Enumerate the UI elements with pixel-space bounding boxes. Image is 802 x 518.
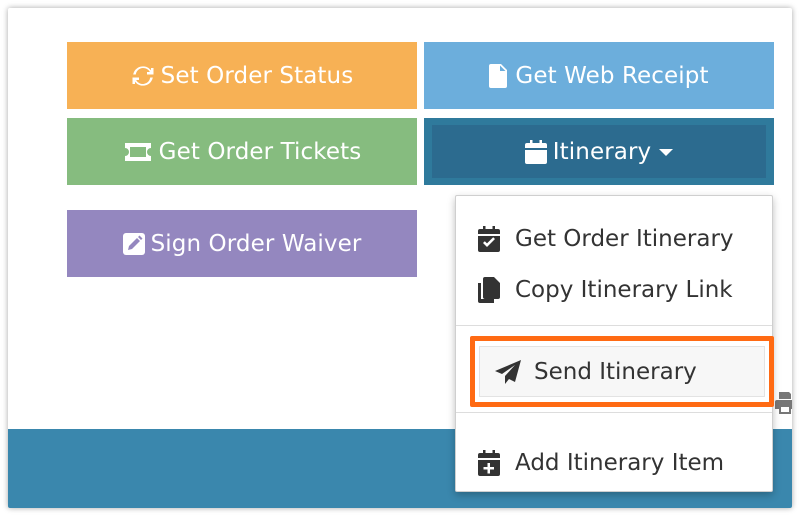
caret-down-icon: [659, 149, 674, 156]
add-itinerary-item-label: Add Itinerary Item: [515, 450, 725, 476]
refresh-icon: [131, 64, 155, 88]
sign-order-waiver-button[interactable]: Sign Order Waiver: [67, 210, 417, 277]
screenshot-frame: Set Order Status Get Web Receipt Get Ord…: [8, 8, 792, 508]
send-itinerary-highlight: Send Itinerary: [470, 336, 774, 407]
itinerary-label: Itinerary: [552, 138, 652, 165]
calendar-icon: [524, 139, 547, 164]
menu-item-copy-itinerary-link[interactable]: Copy Itinerary Link: [456, 267, 772, 313]
edit-icon: [122, 232, 145, 255]
print-icon[interactable]: [775, 392, 792, 414]
file-text-icon: [489, 63, 509, 88]
get-order-tickets-label: Get Order Tickets: [158, 138, 362, 165]
menu-item-add-itinerary-item[interactable]: Add Itinerary Item: [456, 440, 772, 486]
get-web-receipt-label: Get Web Receipt: [515, 62, 709, 89]
calendar-check-icon: [469, 226, 509, 252]
get-order-tickets-button[interactable]: Get Order Tickets: [67, 118, 417, 185]
paper-plane-icon: [488, 359, 528, 384]
copy-itinerary-link-label: Copy Itinerary Link: [515, 277, 733, 303]
get-web-receipt-button[interactable]: Get Web Receipt: [424, 42, 774, 109]
copy-icon: [469, 277, 509, 303]
menu-divider: [456, 412, 772, 413]
menu-item-get-order-itinerary[interactable]: Get Order Itinerary: [456, 216, 772, 262]
menu-divider: [456, 325, 772, 326]
send-itinerary-label: Send Itinerary: [534, 358, 697, 385]
itinerary-dropdown-button[interactable]: Itinerary: [424, 118, 774, 185]
get-order-itinerary-label: Get Order Itinerary: [515, 226, 734, 252]
menu-item-send-itinerary[interactable]: Send Itinerary: [479, 346, 765, 397]
calendar-plus-icon: [469, 450, 509, 476]
itinerary-dropdown-inner[interactable]: Itinerary: [432, 125, 766, 178]
set-order-status-button[interactable]: Set Order Status: [67, 42, 417, 109]
sign-order-waiver-label: Sign Order Waiver: [150, 230, 362, 257]
ticket-icon: [123, 141, 153, 163]
set-order-status-label: Set Order Status: [160, 62, 354, 89]
